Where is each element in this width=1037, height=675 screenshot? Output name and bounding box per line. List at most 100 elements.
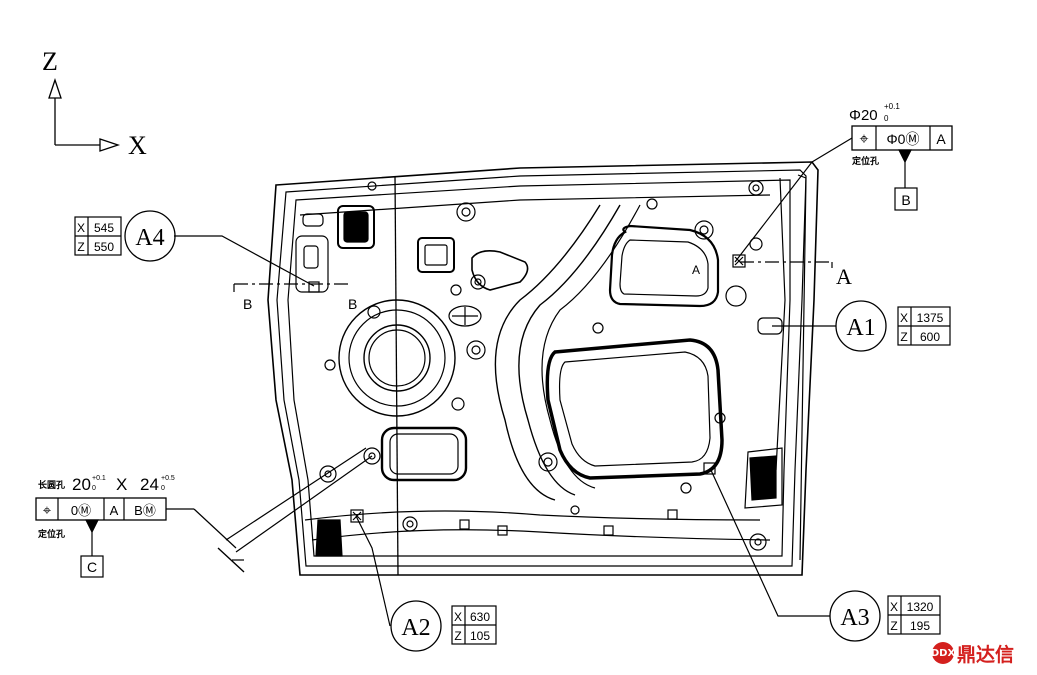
panel-contour bbox=[304, 510, 761, 521]
section-a: A A bbox=[692, 261, 852, 289]
leader-line bbox=[709, 467, 830, 617]
hole bbox=[749, 237, 763, 251]
hole bbox=[402, 516, 418, 532]
panel-contour bbox=[311, 529, 771, 541]
hole bbox=[363, 447, 381, 465]
left-caption: 定位孔 bbox=[37, 528, 65, 539]
hole bbox=[368, 452, 376, 460]
top-right-diameter: Φ20 bbox=[849, 107, 878, 124]
dimension-tick bbox=[217, 547, 245, 573]
position-symbol-icon: ⌖ bbox=[43, 502, 52, 519]
hole bbox=[752, 184, 760, 192]
watermark: DDX 鼎达信 bbox=[931, 640, 1032, 666]
callout-id: A2 bbox=[401, 615, 430, 641]
frame-strip bbox=[775, 177, 786, 471]
left-dim2: 24 bbox=[140, 475, 159, 494]
main-access-hole bbox=[545, 338, 724, 480]
hole bbox=[474, 278, 482, 286]
left-datum-letter: C bbox=[87, 559, 97, 575]
leader-line bbox=[235, 455, 373, 553]
left-dim1: 20 bbox=[72, 475, 91, 494]
measure-point-cross bbox=[352, 511, 362, 521]
coord-z-label: Z bbox=[890, 619, 897, 633]
hole bbox=[461, 207, 471, 217]
section-b-label-left: B bbox=[243, 296, 252, 312]
callout-id: A4 bbox=[135, 225, 164, 251]
measure-point-box bbox=[459, 519, 470, 530]
leader-line bbox=[174, 235, 315, 287]
point-a-mark: A bbox=[692, 263, 700, 277]
callout-bubble bbox=[829, 590, 881, 642]
left-frame-tolerance: 0Ⓜ bbox=[71, 503, 91, 518]
left-tolerance: 长圆孔 20 +0.1 0 X 24 +0.5 0 ⌖ 0Ⓜ A BⓂ 定位孔 … bbox=[35, 447, 373, 578]
left-datum-flag bbox=[80, 555, 104, 578]
coord-x-value: 545 bbox=[94, 221, 114, 235]
top-right-tol-lower: 0 bbox=[884, 114, 889, 123]
lower-cutout-inner bbox=[389, 433, 459, 475]
speaker-hole bbox=[363, 324, 431, 392]
hole bbox=[646, 198, 658, 210]
door-outer-edge bbox=[267, 161, 819, 576]
axis-x-label: X bbox=[128, 131, 147, 160]
measure-point-box bbox=[703, 462, 716, 475]
lower-left-pad bbox=[315, 519, 343, 557]
measure-point-box bbox=[603, 525, 614, 536]
lower-right-pad-outline bbox=[744, 447, 783, 509]
measure-point-box bbox=[497, 525, 508, 536]
watermark-text: 鼎达信 bbox=[957, 643, 1015, 666]
hole bbox=[543, 457, 553, 467]
speaker-mount-ring bbox=[348, 309, 446, 407]
left-frame-datum1: A bbox=[110, 503, 119, 518]
left-dim1-lower: 0 bbox=[92, 485, 96, 492]
hole bbox=[367, 181, 377, 191]
clip-grid bbox=[448, 305, 482, 327]
hole bbox=[319, 465, 337, 483]
lower-cutout bbox=[380, 426, 468, 482]
hole bbox=[694, 220, 714, 240]
left-frame-datum2: BⓂ bbox=[134, 503, 156, 518]
coord-x-value: 1375 bbox=[917, 311, 944, 325]
speaker-mount bbox=[338, 299, 456, 417]
hole bbox=[714, 412, 726, 424]
top-right-tol-upper: +0.1 bbox=[884, 102, 900, 111]
callout-bubble bbox=[390, 600, 442, 652]
hinge-pocket-inner bbox=[303, 245, 319, 269]
coord-x-label: X bbox=[454, 610, 462, 624]
panel-divider bbox=[394, 175, 399, 576]
left-dim1-upper: +0.1 bbox=[92, 475, 106, 482]
callout-a3: A3 X 1320 Z 195 bbox=[709, 467, 941, 642]
axis-indicator: Z X bbox=[42, 47, 147, 160]
bracket-cutout bbox=[417, 237, 455, 273]
hole bbox=[754, 538, 762, 546]
callout-id: A3 bbox=[840, 605, 869, 631]
door-flange-line bbox=[276, 169, 807, 567]
coord-z-label: Z bbox=[900, 330, 907, 344]
section-b: B B bbox=[233, 283, 357, 312]
watermark-logo-icon: DDX bbox=[931, 642, 955, 664]
hole bbox=[451, 397, 465, 411]
upper-access-hole bbox=[608, 224, 720, 308]
callout-bubble bbox=[835, 300, 887, 352]
coord-z-value: 550 bbox=[94, 240, 114, 254]
left-times: X bbox=[116, 475, 127, 494]
top-right-tolerance: Φ20 +0.1 0 ⌖ Φ0Ⓜ A 定位孔 B bbox=[734, 102, 953, 263]
callout-a4: A4 X 545 Z 550 bbox=[74, 210, 315, 287]
axis-z-label: Z bbox=[42, 47, 58, 76]
datum-triangle-icon bbox=[898, 149, 912, 164]
hole bbox=[324, 470, 332, 478]
hole bbox=[680, 482, 692, 494]
latch-pocket bbox=[471, 250, 529, 291]
hole bbox=[471, 345, 481, 355]
leader-line bbox=[811, 137, 853, 163]
coord-x-value: 630 bbox=[470, 610, 490, 624]
coord-x-label: X bbox=[890, 600, 898, 614]
bracket-cutout-inner bbox=[424, 244, 448, 266]
hole bbox=[466, 340, 486, 360]
hole bbox=[367, 305, 381, 319]
left-dim2-lower: 0 bbox=[161, 485, 165, 492]
top-right-frame-datum: A bbox=[936, 131, 946, 147]
datum-triangle-icon bbox=[85, 519, 99, 534]
reinforcement-beam bbox=[518, 204, 621, 496]
left-label-prefix: 长圆孔 bbox=[38, 479, 65, 490]
measure-point-cross bbox=[734, 256, 744, 266]
